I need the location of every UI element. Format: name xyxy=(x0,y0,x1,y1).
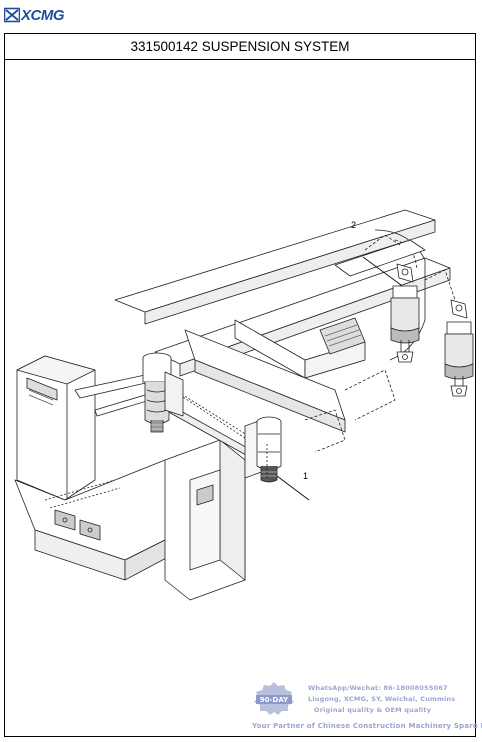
guarantee-badge-icon: 90-DAY xyxy=(254,682,294,715)
xcmg-logo-icon xyxy=(4,7,20,23)
shock-absorber-right xyxy=(444,299,474,397)
badge-text: 90-DAY xyxy=(260,696,289,704)
watermark-brands: Liugong, XCMG, SY, Weichai, Cummins xyxy=(308,695,456,703)
rear-frame-details xyxy=(304,234,456,453)
callout-2-label: 2 xyxy=(351,220,357,230)
page-title: 331500142 SUSPENSION SYSTEM xyxy=(5,34,475,60)
air-spring-assembly-1 xyxy=(244,416,282,483)
brand-logo: XCMG xyxy=(4,4,65,26)
brand-logo-text: XCMG xyxy=(21,6,65,24)
suspension-diagram xyxy=(14,209,474,601)
watermark: 90-DAY WhatsApp/Wechat: 86-18008055067 L… xyxy=(248,678,482,736)
front-left-air-spring xyxy=(142,352,184,433)
drawing-frame: 331500142 SUSPENSION SYSTEM xyxy=(4,33,476,737)
shock-absorber-2 xyxy=(390,263,420,363)
front-left-housing xyxy=(16,355,96,501)
front-lower-bracket xyxy=(14,459,196,581)
leader-line-1 xyxy=(276,475,310,501)
leader-line-2 xyxy=(362,256,402,286)
frame-rails xyxy=(114,209,451,433)
watermark-quality: Original quality & OEM quality xyxy=(314,706,432,714)
callout-1-label: 1 xyxy=(303,471,309,481)
right-lower-housing xyxy=(164,439,246,601)
watermark-contact: WhatsApp/Wechat: 86-18008055067 xyxy=(308,684,448,692)
watermark-tagline: Your Partner of Chinese Construction Mac… xyxy=(252,722,482,730)
